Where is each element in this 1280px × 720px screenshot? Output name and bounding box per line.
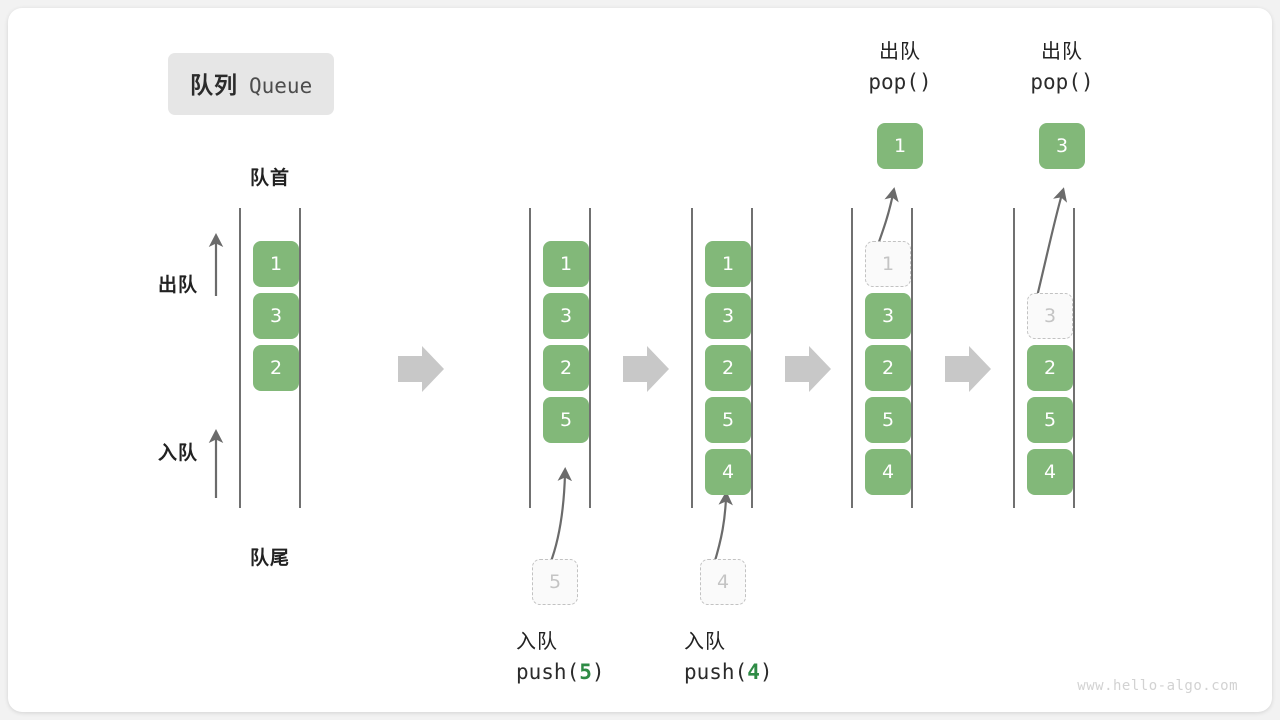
stage-2-caption-fn: push(4) xyxy=(684,660,773,684)
stage-1-elements: 1 3 2 5 xyxy=(543,241,589,443)
diagram-canvas: 队列 Queue xyxy=(8,8,1272,712)
queue-element: 1 xyxy=(705,241,751,287)
popped-element-1: 1 xyxy=(877,123,923,169)
title-cn: 队列 xyxy=(190,72,238,98)
stage-2-caption-cn: 入队 xyxy=(684,631,726,653)
queue-element: 2 xyxy=(705,345,751,391)
queue-element: 5 xyxy=(865,397,911,443)
stage-0-elements: 1 3 2 xyxy=(253,241,299,391)
step-arrow-3 xyxy=(785,346,831,392)
stage-4-elements: 2 5 4 xyxy=(1027,345,1073,495)
ghost-element-pop-1: 1 xyxy=(865,241,911,287)
queue-element: 1 xyxy=(543,241,589,287)
ghost-element-push-5: 5 xyxy=(532,559,578,605)
ghost-element-push-4: 4 xyxy=(700,559,746,605)
stage-3-header-fn: pop() xyxy=(868,70,932,94)
stage-3-header-cn: 出队 xyxy=(879,41,921,63)
step-arrow-2 xyxy=(623,346,669,392)
dequeue-label: 出队 xyxy=(157,275,198,296)
queue-element: 2 xyxy=(1027,345,1073,391)
queue-element-new: 4 xyxy=(705,449,751,495)
title-en: Queue xyxy=(249,74,313,98)
step-arrow-4 xyxy=(945,346,991,392)
stage-2-elements: 1 3 2 5 4 xyxy=(705,241,751,495)
stage-3-elements: 3 2 5 4 xyxy=(865,293,911,495)
enqueue-label: 入队 xyxy=(157,443,198,464)
queue-element: 3 xyxy=(705,293,751,339)
ghost-element-pop-3: 3 xyxy=(1027,293,1073,339)
queue-head-caption: 队首 xyxy=(249,168,290,189)
queue-element: 2 xyxy=(543,345,589,391)
stage-4-header-fn: pop() xyxy=(1030,70,1094,94)
push-4-arrow xyxy=(712,490,733,565)
queue-element: 5 xyxy=(1027,397,1073,443)
stage-1-caption-fn: push(5) xyxy=(516,660,605,684)
queue-element: 2 xyxy=(865,345,911,391)
queue-element: 4 xyxy=(865,449,911,495)
stage-2-caption: 入队 push(4) xyxy=(684,628,773,687)
stage-1-caption-cn: 入队 xyxy=(516,631,558,653)
step-arrow-1 xyxy=(398,346,444,392)
watermark: www.hello-algo.com xyxy=(1077,678,1238,694)
popped-element-3: 3 xyxy=(1039,123,1085,169)
queue-element-new: 5 xyxy=(543,397,589,443)
queue-tail-caption: 队尾 xyxy=(249,548,290,569)
stage-4-header: 出队 pop() xyxy=(982,38,1142,97)
queue-element: 4 xyxy=(1027,449,1073,495)
queue-element: 3 xyxy=(253,293,299,339)
queue-element: 5 xyxy=(705,397,751,443)
queue-element: 3 xyxy=(865,293,911,339)
stage-1-caption: 入队 push(5) xyxy=(516,628,605,687)
push-5-arrow xyxy=(548,466,573,565)
queue-element: 3 xyxy=(543,293,589,339)
diagram-title: 队列 Queue xyxy=(168,53,335,115)
stage-4-header-cn: 出队 xyxy=(1041,41,1083,63)
queue-element: 2 xyxy=(253,345,299,391)
stage-3-header: 出队 pop() xyxy=(820,38,980,97)
pop-3-arrow xyxy=(1033,187,1068,306)
queue-element: 1 xyxy=(253,241,299,287)
